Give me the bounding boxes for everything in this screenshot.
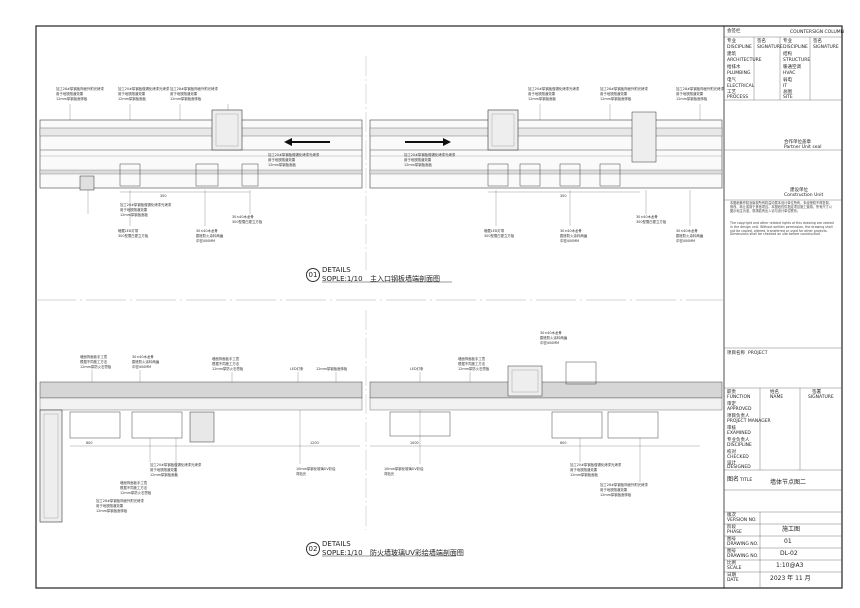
tb-role-cell: CHECKED — [727, 455, 749, 460]
tb-project-en: PROJECT — [748, 351, 768, 356]
tb-sign-cell: 给排水 — [727, 65, 741, 70]
tb-sign-cell: DISCIPLINE — [727, 45, 752, 50]
svg-text:300: 300 — [560, 194, 566, 198]
tb-info-label: DRAWING NO. — [727, 554, 759, 559]
tb-info-value: DL-02 — [780, 550, 798, 557]
tb-sign-cell: 工艺 — [727, 90, 736, 95]
tb-info-value: 1:10@A3 — [776, 562, 804, 569]
tb-info-label: PHASE — [727, 530, 742, 535]
svg-text:600: 600 — [560, 441, 566, 445]
tb-sign-cell: 弱电 — [783, 78, 792, 83]
tb-info-label: 版次 — [727, 513, 736, 518]
tb-sign-cell: PLUMBING — [727, 71, 751, 76]
detail-02-title: 防火墙玻璃UV彩绘墙端剖面图 — [370, 549, 464, 557]
tb-construction-en: Construction Unit — [784, 193, 824, 198]
svg-text:1000: 1000 — [410, 441, 419, 445]
detail-02-section: 1200 800 1000 600 — [39, 361, 723, 523]
tb-role-cell: 审核 — [727, 426, 736, 431]
tb-info-value: 2023 年 11 月 — [770, 575, 811, 582]
tb-sign-cell: 签名 — [813, 39, 822, 44]
tb-partner-en: Partner Unit seal — [784, 145, 822, 150]
tb-sign-cell: HVAC — [783, 71, 796, 76]
tb-role-cell: 校对 — [727, 450, 736, 455]
svg-text:1200: 1200 — [310, 441, 319, 445]
svg-text:300: 300 — [160, 194, 166, 198]
tb-copyright-en: The copyright and other related rights o… — [730, 221, 834, 237]
tb-role-cell: DISCIPLINE — [727, 443, 752, 448]
detail-01-scale: SOPLE:1/10 — [322, 275, 363, 283]
detail-01-title: 主入口钢板墙端剖面图 — [370, 275, 440, 283]
tb-drawing-title-cn: 图名 — [727, 476, 740, 483]
tb-info-label: VERSION NO. — [727, 518, 757, 523]
tb-sign-cell: 电气 — [727, 78, 736, 83]
detail-02-scale: SOPLE:1/10 — [322, 549, 363, 557]
detail-01-section: 300 300 — [39, 104, 723, 226]
tb-partner-cn: 合作单位盖章 — [784, 140, 811, 145]
tb-role-cell: 专业负责人 — [727, 438, 750, 443]
sheet-frame — [35, 25, 843, 589]
tb-sign-cell: IT — [783, 84, 788, 89]
tb-sign-cell: ELECTRICAL — [727, 84, 755, 89]
tb-role-cell: DESIGNED — [727, 465, 751, 470]
tb-sign-cell: SITE — [783, 95, 793, 100]
tb-info-label: SCALE — [727, 566, 742, 571]
tb-info-label: 图号 — [727, 549, 736, 554]
detail-02-number: 02 — [306, 542, 320, 556]
tb-role-cell: 项目负责人 — [727, 414, 750, 419]
tb-sign-cell: 专业 — [727, 39, 736, 44]
tb-copyright-cn: 本图纸著作权及版权所有权益均属本设计单位所有，未经授权不得复制、修改、转让或用于… — [730, 201, 832, 213]
tb-info-value: 01 — [784, 538, 792, 545]
tb-role-cell: 签署 — [812, 390, 821, 395]
tb-role-cell: 审定 — [727, 402, 736, 407]
detail-01-number: 01 — [306, 268, 320, 282]
tb-header-en: COUNTERSIGN COLUMN — [790, 30, 845, 35]
tb-role-cell: PROJECT MANAGER — [727, 419, 771, 424]
tb-info-label: 图号 — [727, 537, 736, 542]
tb-drawing-title-en: TITLE — [740, 478, 753, 483]
tb-info-label: DATE — [727, 578, 739, 583]
tb-sign-cell: STRUCTURE — [783, 58, 811, 63]
detail-02-label: DETAILS — [322, 540, 351, 548]
tb-role-cell: NAME — [770, 395, 784, 400]
tb-info-label: 比例 — [727, 561, 736, 566]
tb-header-cn: 会签栏 — [727, 29, 741, 34]
tb-role-cell: FUNCTION — [727, 395, 751, 400]
tb-sign-cell: 签名 — [757, 39, 766, 44]
tb-sign-cell: SIGNATURE — [813, 45, 839, 50]
tb-sign-cell: SIGNATURE — [757, 45, 783, 50]
detail-01-label: DETAILS — [322, 266, 351, 274]
tb-role-cell: APPROVED — [727, 407, 752, 412]
tb-sign-cell: PROCESS — [727, 95, 749, 100]
tb-sign-cell: DISCIPLINE — [783, 45, 808, 50]
title-block-grid — [724, 36, 842, 588]
tb-construction-cn: 建设单位 — [790, 188, 808, 193]
tb-role-cell: 姓名 — [770, 390, 779, 395]
tb-drawing-title-value: 墙体节点图二 — [770, 479, 807, 486]
svg-text:800: 800 — [86, 441, 92, 445]
tb-sign-cell: 专业 — [783, 39, 792, 44]
tb-role-cell: EXAMINED — [727, 431, 751, 436]
tb-role-cell: 设计 — [727, 461, 736, 466]
tb-info-value: 施工图 — [782, 526, 801, 533]
tb-info-label: 阶段 — [727, 525, 736, 530]
tb-info-label: DRAWING NO. — [727, 542, 759, 547]
tb-sign-cell: 建筑 — [727, 52, 736, 57]
tb-sign-cell: 总图 — [783, 90, 792, 95]
tb-sign-cell: 结构 — [783, 52, 792, 57]
tb-sign-cell: 暖通空调 — [783, 65, 801, 70]
tb-sign-cell: ARCHITECTURE — [727, 58, 762, 63]
tb-role-cell: SIGNATURE — [808, 395, 834, 400]
tb-project-cn: 项目名称 — [727, 351, 745, 356]
tb-role-cell: 职责 — [727, 390, 736, 395]
tb-info-label: 日期 — [727, 573, 736, 578]
